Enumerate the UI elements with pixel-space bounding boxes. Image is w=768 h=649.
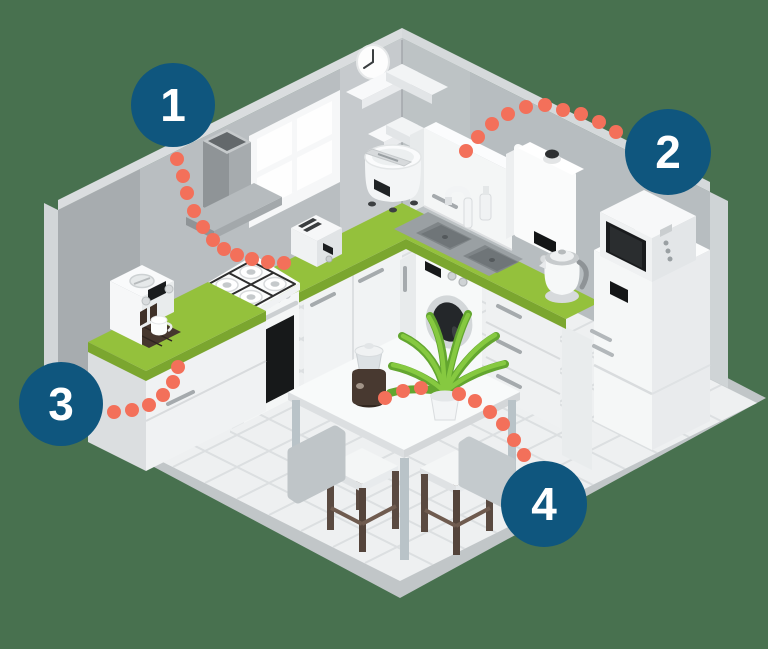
table-leg xyxy=(400,458,409,560)
coffee-machine xyxy=(110,265,181,348)
dotted-path-1 xyxy=(170,152,291,270)
dotted-path-2 xyxy=(459,98,623,158)
blender xyxy=(352,343,386,408)
chair-leg xyxy=(327,472,334,530)
marker-2[interactable]: 2 xyxy=(625,109,711,195)
filler-panel xyxy=(562,325,592,470)
toaster xyxy=(291,215,342,267)
marker-2-number: 2 xyxy=(655,126,681,178)
boiler-knob xyxy=(545,149,559,159)
chair-left xyxy=(287,425,399,552)
marker-2-circle[interactable] xyxy=(625,109,711,195)
marker-4-circle[interactable] xyxy=(501,461,587,547)
sink xyxy=(394,212,523,276)
chair-leg xyxy=(486,473,493,531)
left-wall-end-cap xyxy=(44,203,58,397)
coffee-cup xyxy=(150,315,173,336)
range-hood xyxy=(186,129,282,239)
faucet xyxy=(444,185,492,229)
marker-3[interactable]: 3 xyxy=(19,362,103,446)
freezer-handle xyxy=(592,344,614,357)
blender-button xyxy=(356,383,364,389)
marker-4-number: 4 xyxy=(531,478,557,530)
kettle xyxy=(539,249,589,303)
boiler xyxy=(506,142,584,265)
toaster-display xyxy=(323,243,333,255)
marker-3-circle[interactable] xyxy=(19,362,103,446)
coffee-display xyxy=(148,281,166,302)
blender-base xyxy=(352,369,386,405)
rice-cooker xyxy=(363,144,422,213)
rice-cooker-display xyxy=(374,179,390,197)
washer-display xyxy=(425,261,441,278)
kettle-handle xyxy=(576,259,589,290)
marker-3-number: 3 xyxy=(48,378,74,430)
chair-leg xyxy=(359,488,366,552)
fridge-handle xyxy=(590,329,612,342)
dotted-path-3 xyxy=(107,360,185,419)
coffee-button xyxy=(141,296,151,306)
chair-leg xyxy=(421,474,428,532)
chair-leg xyxy=(392,471,399,529)
boiler-display xyxy=(534,231,556,254)
left-wall-top-band xyxy=(58,28,402,210)
fridge-display xyxy=(610,281,628,303)
window-mullion-horizontal xyxy=(257,134,332,178)
dotted-path-4 xyxy=(378,381,531,462)
chair-leg xyxy=(453,490,460,555)
marker-1-circle[interactable] xyxy=(131,63,215,147)
microwave-display xyxy=(660,224,672,237)
chair-backrest xyxy=(287,425,346,504)
right-wall-end-cap xyxy=(710,192,728,388)
washer-knob xyxy=(458,277,468,287)
marker-1-number: 1 xyxy=(160,79,186,131)
potted-plant xyxy=(386,310,509,421)
toaster-knob xyxy=(325,255,333,263)
microwave xyxy=(600,190,696,282)
table-leg xyxy=(508,400,516,500)
marker-4[interactable]: 4 xyxy=(501,461,587,547)
coffee-button xyxy=(164,284,174,294)
marker-1[interactable]: 1 xyxy=(131,63,215,147)
